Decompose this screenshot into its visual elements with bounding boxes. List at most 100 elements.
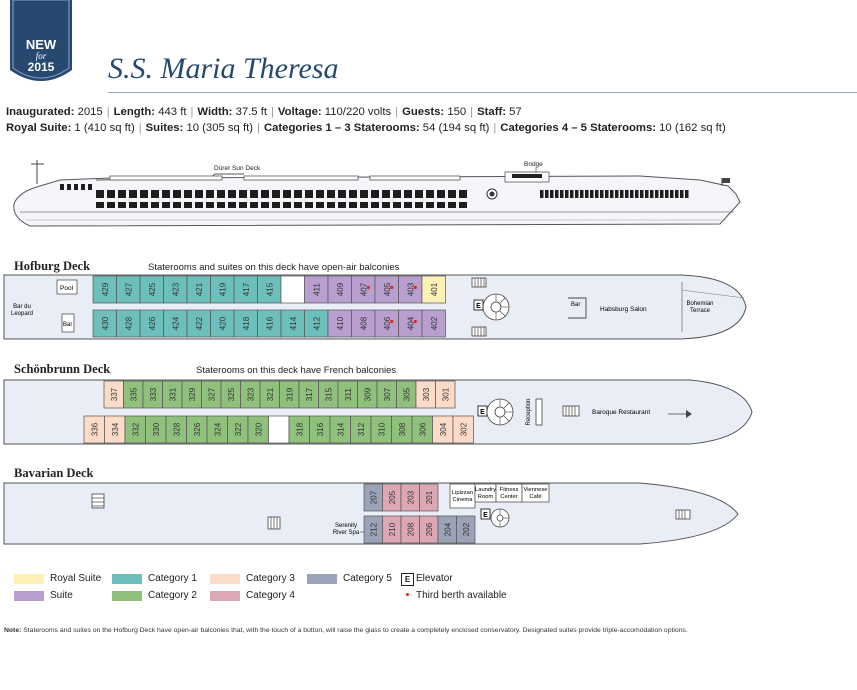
ship-window bbox=[162, 202, 170, 208]
stateroom-316: 316 bbox=[309, 415, 331, 444]
ship-window bbox=[217, 202, 225, 208]
stateroom-303: 303 bbox=[415, 380, 436, 409]
stateroom-418: 418 bbox=[233, 309, 258, 338]
stateroom-number: 428 bbox=[124, 316, 133, 330]
ship-window bbox=[173, 190, 181, 198]
ship-window bbox=[327, 190, 335, 198]
ship-window bbox=[437, 202, 445, 208]
stateroom-411: 411 bbox=[304, 275, 329, 304]
spec-label: Length: bbox=[113, 106, 159, 118]
stateroom-322: 322 bbox=[227, 415, 249, 444]
ship-window bbox=[635, 190, 639, 198]
ship-window bbox=[415, 202, 423, 208]
spec-label: Royal Suite: bbox=[6, 122, 75, 134]
ship-window bbox=[382, 202, 390, 208]
stairs-icon bbox=[267, 516, 281, 530]
stateroom-number: 426 bbox=[148, 316, 157, 330]
ship-window bbox=[665, 190, 669, 198]
stateroom-420: 420 bbox=[210, 309, 235, 338]
stateroom-number: 308 bbox=[398, 422, 407, 436]
third-berth-dot-icon bbox=[406, 593, 409, 596]
stateroom-309: 309 bbox=[357, 380, 378, 409]
stateroom-number: 329 bbox=[188, 387, 197, 401]
ship-title: S.S. Maria Theresa bbox=[108, 52, 339, 85]
spec-label: Categories 4 – 5 Staterooms: bbox=[500, 122, 660, 134]
stateroom-number: 208 bbox=[406, 522, 415, 536]
ship-window bbox=[118, 202, 126, 208]
elevator-icon: E bbox=[477, 405, 488, 417]
stateroom-number: 307 bbox=[383, 387, 392, 401]
ship-window bbox=[107, 190, 115, 198]
stateroom-number: 303 bbox=[422, 387, 431, 401]
ship-window bbox=[670, 190, 674, 198]
stateroom-number: 301 bbox=[441, 387, 450, 401]
stateroom-314: 314 bbox=[329, 415, 351, 444]
legend-third-berth-label: Third berth available bbox=[416, 590, 507, 601]
spec-separator: | bbox=[138, 122, 142, 134]
stateroom-number: 430 bbox=[101, 316, 110, 330]
ship-window bbox=[640, 190, 644, 198]
stateroom-number: 403 bbox=[406, 282, 415, 296]
stateroom-number: 203 bbox=[406, 490, 415, 504]
ship-window bbox=[555, 190, 559, 198]
stateroom-number: 306 bbox=[418, 422, 427, 436]
ship-window bbox=[195, 190, 203, 198]
spec-label: Categories 1 – 3 Staterooms: bbox=[263, 122, 423, 134]
ship-window bbox=[580, 190, 584, 198]
stairs-icon bbox=[675, 509, 691, 520]
badge-text: NEW for 2015 bbox=[10, 38, 72, 74]
viennese-label: Viennese bbox=[523, 487, 547, 493]
stateroom-number: 326 bbox=[193, 422, 202, 436]
stateroom-202: 202 bbox=[456, 515, 476, 544]
ship-window bbox=[404, 190, 412, 198]
spiral-staircase-icon bbox=[490, 508, 510, 528]
stateroom-number: 202 bbox=[462, 522, 471, 536]
ship-window bbox=[404, 202, 412, 208]
ship-window bbox=[590, 190, 594, 198]
legend-label: Category 2 bbox=[148, 590, 197, 601]
ship-window bbox=[610, 190, 614, 198]
stateroom-number: 204 bbox=[443, 522, 452, 536]
stateroom-number: 423 bbox=[171, 282, 180, 296]
ship-window bbox=[129, 190, 137, 198]
ship-window bbox=[272, 202, 280, 208]
stateroom-405: 405 bbox=[374, 275, 399, 304]
stairs-icon bbox=[91, 493, 105, 509]
stateroom-410: 410 bbox=[327, 309, 352, 338]
ship-window bbox=[540, 190, 544, 198]
legend-swatch bbox=[307, 574, 337, 584]
ship-window bbox=[349, 190, 357, 198]
stateroom-323: 323 bbox=[240, 380, 261, 409]
center-label: Center bbox=[500, 494, 517, 500]
stateroom-305: 305 bbox=[396, 380, 417, 409]
ship-window bbox=[195, 202, 203, 208]
spec-label: Voltage: bbox=[277, 106, 325, 118]
stateroom-427: 427 bbox=[116, 275, 141, 304]
stateroom-number: 414 bbox=[289, 316, 298, 330]
stateroom-304: 304 bbox=[432, 415, 454, 444]
ship-profile: Dürer Sun Deck Bridge bbox=[13, 160, 741, 227]
spiral-staircase-icon bbox=[486, 398, 514, 426]
stateroom-205: 205 bbox=[382, 483, 402, 512]
stateroom-number: 332 bbox=[131, 422, 140, 436]
badge-new: NEW bbox=[25, 37, 57, 52]
ship-window bbox=[305, 190, 313, 198]
pool bbox=[56, 279, 78, 295]
ship-window bbox=[67, 184, 71, 190]
stateroom-number: 320 bbox=[254, 422, 263, 436]
ship-window bbox=[360, 202, 368, 208]
ship-window bbox=[217, 190, 225, 198]
specs-line-2: Royal Suite: 1 (410 sq ft)|Suites: 10 (3… bbox=[6, 122, 726, 134]
stateroom-315: 315 bbox=[318, 380, 339, 409]
footnote: Note: Staterooms and suites on the Hofbu… bbox=[4, 627, 688, 634]
spec-value: 54 (194 sq ft) bbox=[422, 122, 490, 134]
ship-window bbox=[650, 190, 654, 198]
stateroom-number: 328 bbox=[172, 422, 181, 436]
stateroom-334: 334 bbox=[104, 415, 126, 444]
ship-window bbox=[415, 190, 423, 198]
stateroom-number: 335 bbox=[129, 387, 138, 401]
spec-value: 1 (410 sq ft) bbox=[74, 122, 135, 134]
ship-window bbox=[173, 202, 181, 208]
ship-window bbox=[162, 190, 170, 198]
stateroom-number: 312 bbox=[357, 422, 366, 436]
